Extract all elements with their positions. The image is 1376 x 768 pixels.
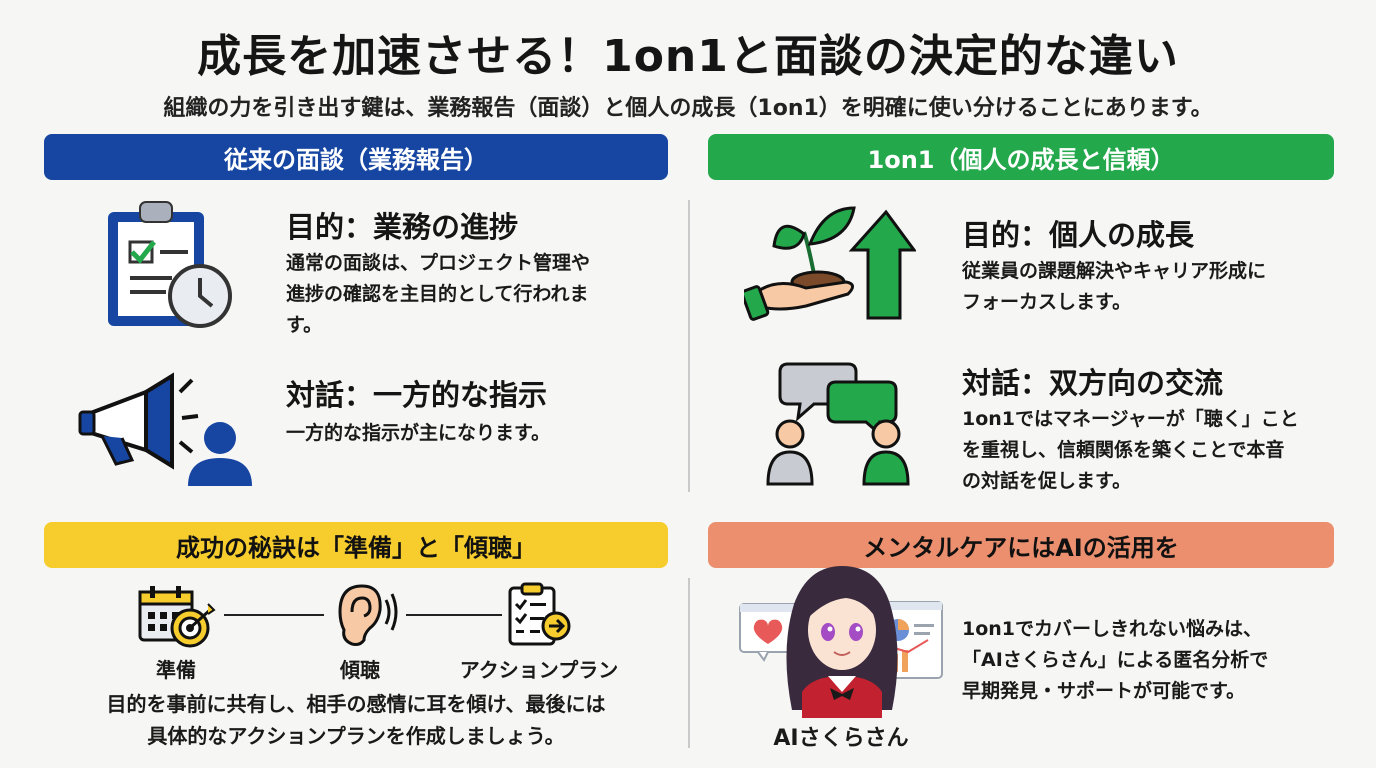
ear-listening-icon — [330, 582, 400, 652]
step-connector-1 — [224, 614, 324, 616]
ai-character-name: AIさくらさん — [773, 726, 909, 751]
ai-sakura-avatar — [772, 560, 912, 722]
right-dialogue-heading: 対話：双方向の交流 — [962, 366, 1224, 400]
clipboard-clock-icon — [104, 198, 234, 336]
two-way-conversation-icon — [764, 360, 914, 494]
tips-text: 目的を事前に共有し、相手の感情に耳を傾け、最後には 具体的なアクションプランを作… — [106, 692, 606, 748]
heart-chat-window-icon — [738, 600, 802, 668]
traditional-meeting-header: 従来の面談（業務報告） — [44, 134, 668, 180]
right-dialogue-text: 1on1ではマネージャーが「聴く」こと を重視し、信頼関係を築くことで本音 の対… — [962, 408, 1299, 492]
calendar-target-icon — [138, 584, 216, 654]
step-connector-2 — [406, 614, 502, 616]
right-purpose-text: 従業員の課題解決やキャリア形成に フォーカスします。 — [962, 260, 1267, 313]
left-purpose-heading: 目的：業務の進捗 — [286, 210, 519, 244]
mental-care-ai-header: メンタルケアにはAIの活用を — [708, 522, 1334, 568]
page-title: 成長を加速させる！1on1と面談の決定的な違い — [197, 31, 1179, 82]
right-purpose-heading: 目的：個人の成長 — [962, 218, 1195, 252]
success-tips-header: 成功の秘訣は「準備」と「傾聴」 — [44, 522, 668, 568]
left-dialogue-heading: 対話：一方的な指示 — [286, 378, 548, 412]
step-label-listening: 傾聴 — [340, 658, 380, 682]
step-label-preparation: 準備 — [156, 658, 196, 682]
one-on-one-header: 1on1（個人の成長と信頼） — [708, 134, 1334, 180]
megaphone-person-icon — [76, 372, 252, 494]
plant-growth-arrow-icon — [740, 204, 917, 330]
page-subtitle: 組織の力を引き出す鍵は、業務報告（面談）と個人の成長（1on1）を明確に使い分け… — [163, 96, 1213, 121]
column-divider-top — [688, 200, 690, 492]
column-divider-bottom — [688, 578, 690, 748]
checklist-arrow-icon — [508, 582, 572, 652]
left-dialogue-text: 一方的な指示が主になります。 — [286, 422, 551, 444]
ai-text: 1on1でカバーしきれない悩みは、 「AIさくらさん」による匿名分析で 早期発見… — [962, 618, 1269, 702]
step-label-action-plan: アクションプラン — [459, 658, 619, 682]
left-purpose-text: 通常の面談は、プロジェクト管理や 進捗の確認を主目的として行われま す。 — [286, 252, 591, 336]
